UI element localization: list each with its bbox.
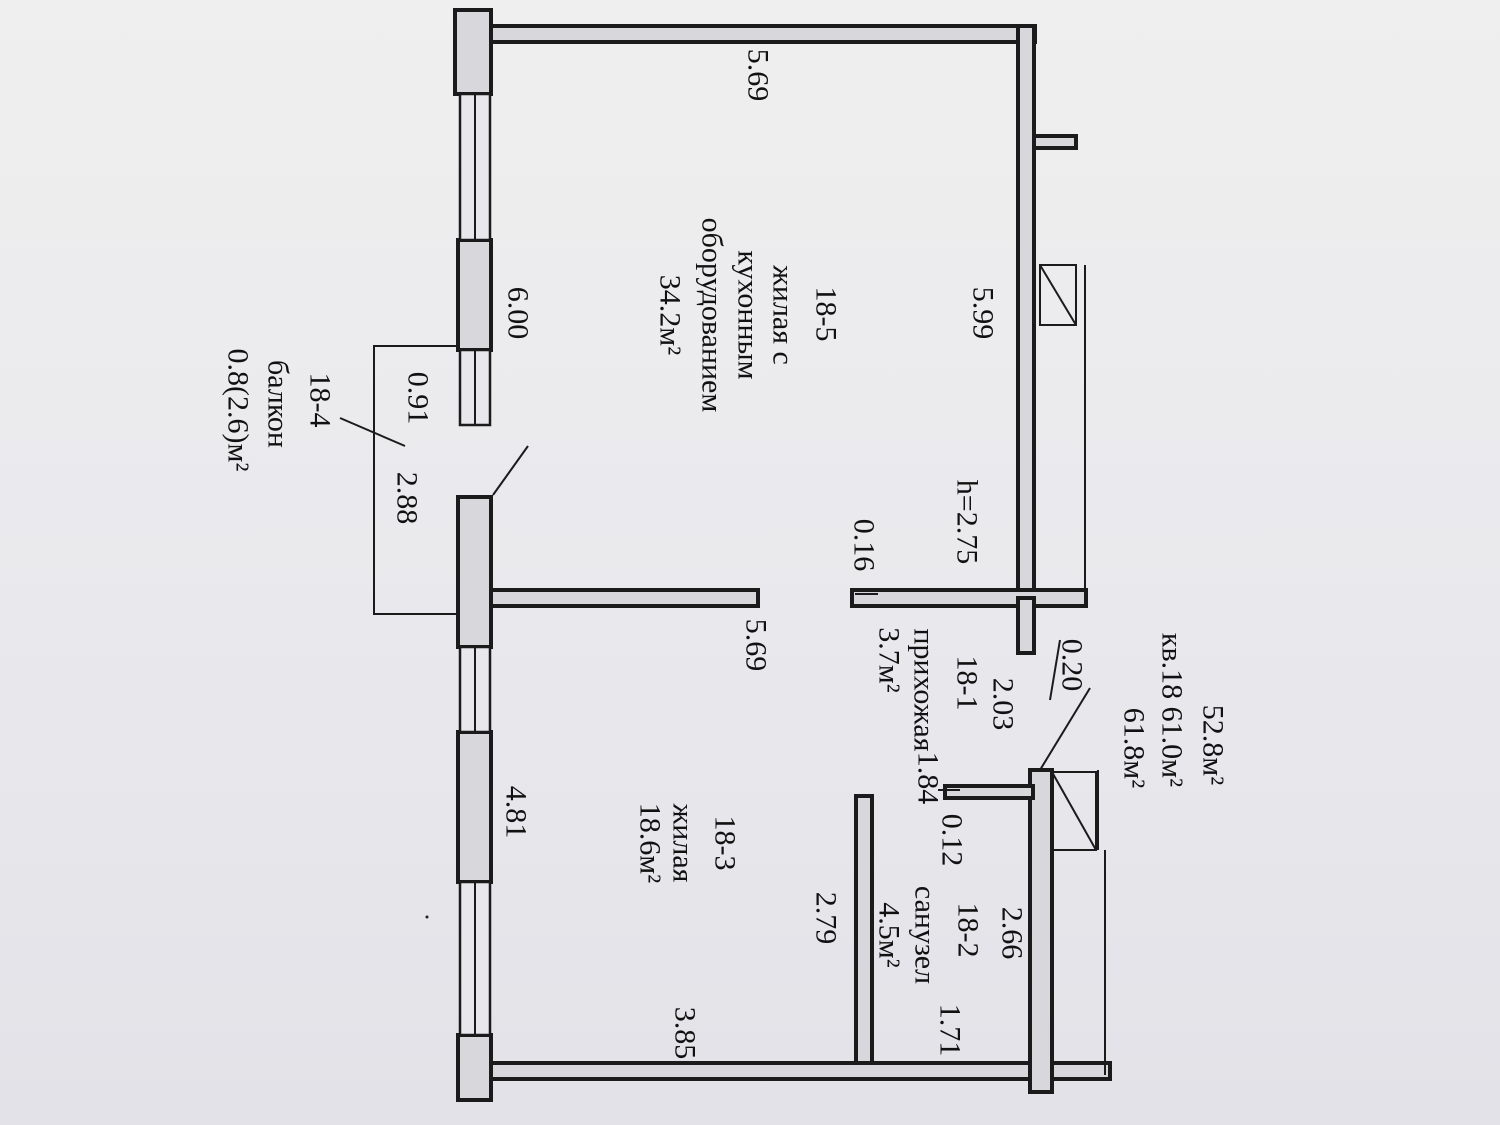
dim-balcony-length: 2.88	[391, 472, 424, 525]
paper-dot	[425, 915, 429, 919]
vent-shaft-diagonal	[1039, 264, 1077, 326]
room2-area: 4.5м²	[873, 902, 906, 967]
apartment-number-line: кв.18 61.0м²	[1156, 633, 1189, 787]
room3-area: 18.6м²	[634, 803, 667, 883]
room1-code: 18-1	[951, 656, 984, 711]
top-wall	[478, 24, 1037, 44]
dim-hall-length: 2.03	[987, 678, 1020, 731]
apartment-total: 61.8м²	[1118, 708, 1151, 788]
room4-name: балкон	[262, 360, 295, 448]
room5-area: 34.2м²	[654, 275, 687, 355]
dim-room3-window-side: 4.81	[500, 786, 533, 839]
room3-code: 18-3	[709, 816, 742, 871]
vent-shaft-upper	[1039, 264, 1077, 326]
room1-name: прихожая	[908, 628, 941, 751]
room2-code: 18-2	[952, 903, 985, 958]
dim-room3-bottom: 3.85	[669, 1007, 702, 1060]
dim-bath-partition: 0.12	[936, 814, 969, 867]
wall-stub	[1032, 134, 1078, 150]
dim-room5-depth: 5.99	[967, 287, 1000, 340]
room4-code: 18-4	[304, 373, 337, 428]
vent-shaft-lower	[1051, 771, 1097, 851]
balcony-outline	[373, 345, 458, 615]
wall-pier	[456, 730, 493, 884]
bath-partition	[943, 784, 1035, 800]
partition-hall	[850, 588, 1088, 608]
hall-wall-stub	[1016, 596, 1036, 655]
dim-room5-top: 5.69	[742, 49, 775, 102]
wall-pier	[456, 238, 493, 352]
dim-hall-wall: 0.20	[1056, 639, 1089, 692]
room1-area: 3.7м²	[873, 627, 906, 692]
right-wall-upper	[1016, 24, 1036, 600]
room5-name-line1: жилая с	[767, 264, 800, 365]
dim-bath-width: 1.71	[934, 1004, 967, 1057]
wall-pier	[453, 8, 493, 96]
partition-18-3-bath	[854, 794, 874, 1065]
balcony-door-leaf	[492, 445, 529, 496]
window	[458, 645, 492, 734]
vent-shaft-diagonal	[1051, 771, 1097, 851]
balcony-door-window	[458, 348, 492, 427]
room4-area: 0.8(2.6)м²	[222, 349, 255, 472]
room5-name-line3: оборудованием	[696, 218, 729, 413]
thickness-tick	[1049, 639, 1061, 701]
room3-name: жилая	[667, 803, 700, 883]
partition-18-5-18-3	[488, 588, 760, 608]
window	[458, 92, 492, 242]
dim-bath-length: 2.66	[996, 907, 1029, 960]
dim-room3-depth: 2.79	[810, 892, 843, 945]
wall-pier	[456, 1033, 493, 1102]
dim-balcony-width: 0.91	[402, 372, 435, 425]
wall-pier	[456, 495, 493, 649]
window	[458, 880, 492, 1037]
bottom-wall	[478, 1061, 1112, 1081]
dim-partition-thickness: 0.16	[848, 519, 881, 572]
dim-room3-top: 5.69	[740, 619, 773, 672]
dim-room5-window-side: 6.00	[502, 287, 535, 340]
apartment-areas: 52.8м²	[1197, 705, 1230, 785]
balcony-leader-line	[339, 417, 406, 447]
ceiling-height: h=2.75	[951, 480, 984, 564]
right-wall-lower	[1028, 768, 1054, 1094]
room2-name: санузел	[909, 886, 942, 984]
dim-hall-width: 1.84	[912, 752, 945, 805]
entrance-door-leaf	[1039, 687, 1091, 771]
room5-code: 18-5	[810, 287, 843, 342]
room5-name-line2: кухонным	[732, 250, 765, 379]
